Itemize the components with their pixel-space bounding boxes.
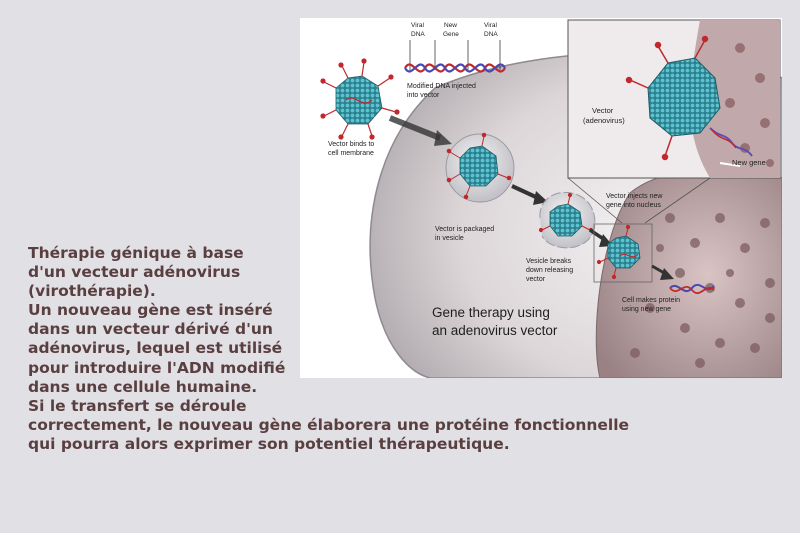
vesicle-1 [445,132,515,203]
step-vesicle-breaks-2: down releasing [526,267,573,274]
dna-label-viral-left-2: DNA [411,31,425,38]
step-makes-protein-2: using new gene [622,306,671,313]
gene-therapy-diagram: Vector (adenovirus) New gene Viral DNA N… [300,18,782,378]
step-injects-nucleus-1: Vector injects new [606,193,663,200]
arrow-step-2 [511,184,539,200]
inset-vector-label-2: (adenovirus) [583,116,625,125]
step-binds-membrane-1: Vector binds to [328,141,374,148]
vesicle-2 [538,191,596,249]
inset-pointer-right [644,177,711,224]
caption-line-11: qui pourra alors exprimer son potentiel … [28,434,510,453]
inset-vector-label-1: Vector [592,106,614,115]
caption-line-9: Si le transfert se déroule [28,396,247,415]
dna-label-viral-right-2: DNA [484,31,498,38]
step-modified-dna-2: into vector [407,92,440,99]
caption-line-3: (virothérapie). [28,282,156,301]
caption-line-1: Thérapie génique à base [28,244,244,262]
arrow-step-1 [388,115,442,141]
step-binds-membrane-2: cell membrane [328,150,374,157]
dna-diagram: Viral DNA New Gene Viral DNA Modified DN… [404,22,506,99]
caption-line-7: pour introduire l'ADN modifié [28,358,286,377]
virus-at-nucleus [596,224,641,280]
step-vesicle-breaks-3: vector [526,276,546,283]
inset-pointer-left [567,177,623,224]
step-packaged-2: in vesicle [435,235,464,242]
caption-line-4: Un nouveau gène est inséré [28,301,273,320]
caption-line-5: dans un vecteur dérivé d'un [28,320,273,339]
caption-line-6: adénovirus, lequel est utilisé [28,339,283,358]
caption-line-10: correctement, le nouveau gène élaborera … [28,415,630,434]
dna-label-new-gene-1: New [444,22,457,29]
step-modified-dna-1: Modified DNA injected [407,83,476,90]
protein-gene-strand [669,283,715,294]
nuclear-pores [630,213,775,368]
caption-line-8: dans une cellule humaine. [28,377,258,396]
nucleus-entry-box [593,223,653,283]
virus-free [320,58,400,140]
dna-label-viral-left-1: Viral [411,22,424,29]
figure-title-line-1: Gene therapy using [432,305,550,320]
step-packaged-1: Vector is packaged [435,226,494,233]
caption-line-2: d'un vecteur adénovirus [28,263,241,282]
step-vesicle-breaks-1: Vesicle breaks [526,258,572,265]
figure-title-line-2: an adenovirus vector [432,323,558,338]
step-makes-protein-1: Cell makes protein [622,297,680,304]
step-injects-nucleus-2: gene into nucleus [606,202,661,209]
inset-new-gene-label: New gene [732,158,766,167]
caption-text: Thérapie génique à base d'un vecteur adé… [28,244,798,454]
inset-panel: Vector (adenovirus) New gene [567,19,781,179]
dna-label-new-gene-2: Gene [443,31,459,38]
dna-label-viral-right-1: Viral [484,22,497,29]
